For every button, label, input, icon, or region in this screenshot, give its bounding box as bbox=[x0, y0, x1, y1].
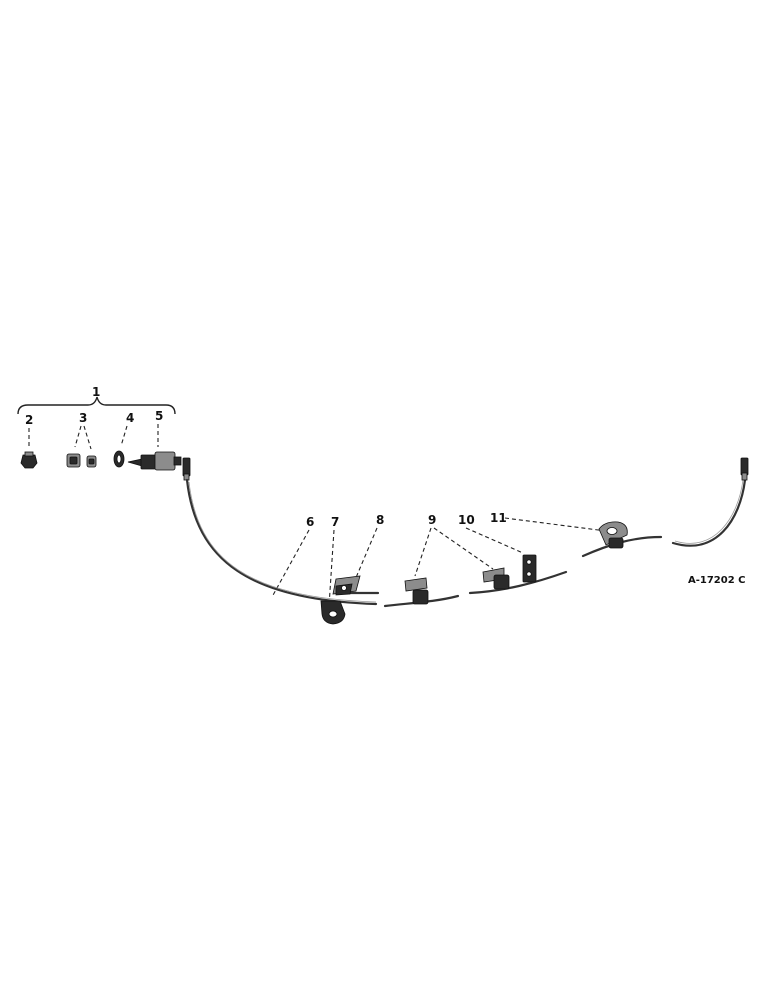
fitting-part-2 bbox=[20, 451, 38, 469]
grommet-part-4 bbox=[113, 450, 125, 468]
callout-11: 11 bbox=[490, 511, 507, 525]
callout-8: 8 bbox=[376, 513, 384, 527]
clip-part-8 bbox=[332, 575, 380, 596]
callout-6: 6 bbox=[306, 515, 314, 529]
clip-part-11 bbox=[581, 521, 663, 558]
clamp-part-9a bbox=[383, 577, 460, 608]
tube-end-right bbox=[671, 457, 749, 547]
callout-5: 5 bbox=[155, 409, 163, 423]
callout-2: 2 bbox=[25, 413, 33, 427]
clamp-part-9b bbox=[468, 567, 568, 595]
group-bracket bbox=[17, 396, 176, 415]
figure-id: A-17202 C bbox=[688, 575, 746, 586]
leader-lines bbox=[28, 424, 607, 607]
callout-10: 10 bbox=[458, 513, 475, 527]
bracket-part-10 bbox=[522, 554, 537, 583]
callout-9: 9 bbox=[428, 513, 436, 527]
nut-part-3 bbox=[66, 453, 97, 468]
callout-4: 4 bbox=[126, 411, 134, 425]
callout-7: 7 bbox=[331, 515, 339, 529]
clip-part-7 bbox=[320, 600, 346, 625]
switch-part-5 bbox=[127, 451, 182, 471]
callout-1: 1 bbox=[92, 385, 100, 399]
callout-3: 3 bbox=[79, 411, 87, 425]
